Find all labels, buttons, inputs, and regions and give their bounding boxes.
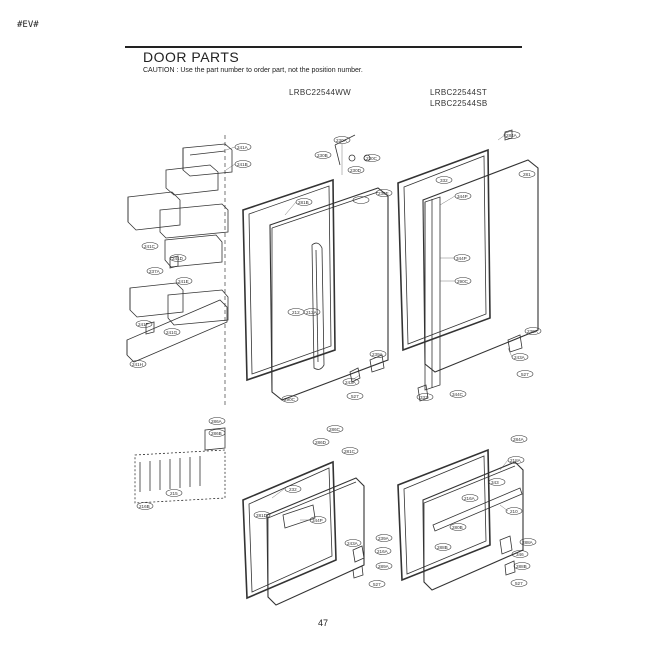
- callout-216a-right: 216A: [464, 496, 476, 501]
- right-door-assembly: [397, 129, 539, 402]
- callout-239a-lower: 239A: [378, 536, 390, 541]
- callout-215: 215: [170, 491, 178, 496]
- callout-ovals: [129, 131, 542, 588]
- callout-241e: 241E: [178, 279, 189, 284]
- callout-281d: 281D: [256, 513, 268, 518]
- callout-243a-lower: 243A: [347, 541, 359, 546]
- bottom-right-drawer-door: [397, 448, 524, 591]
- callout-218a: 218A: [510, 458, 522, 463]
- callout-216b: 216B: [139, 504, 150, 509]
- bottom-bins-group: [134, 427, 226, 504]
- callout-289a: 289A: [378, 564, 390, 569]
- callout-288b: 288B: [437, 545, 448, 550]
- callout-230c: 230C: [366, 156, 378, 161]
- callout-527d: 527: [515, 581, 523, 586]
- callout-241h: 241H: [132, 362, 143, 367]
- callout-216a: 216A: [377, 549, 389, 554]
- callout-344p-1: 344P: [457, 194, 468, 199]
- callout-237a: 237A: [149, 269, 161, 274]
- model-label-right-2: LRBC22544SB: [430, 99, 488, 108]
- callout-labels: 241A 241B 241C 241D 237A 241E 241F 241G …: [132, 133, 539, 587]
- callout-212: 212: [292, 310, 300, 315]
- callout-288b-right: 288B: [516, 564, 527, 569]
- callout-346: 346: [516, 552, 524, 557]
- callout-284a: 284A: [506, 133, 518, 138]
- callout-344p-2: 344P: [456, 256, 467, 261]
- callout-239a: 239A: [372, 352, 384, 357]
- callout-230b: 230B: [317, 153, 328, 158]
- callout-290c: 290C: [284, 397, 296, 402]
- callout-286b: 286B: [211, 431, 222, 436]
- callout-284a-lower: 284A: [513, 437, 525, 442]
- callout-280b: 280B: [452, 525, 463, 530]
- callout-243a: 243A: [345, 380, 357, 385]
- callout-288a: 288A: [522, 540, 534, 545]
- callout-210: 210: [510, 509, 518, 514]
- callout-281: 281: [523, 172, 531, 177]
- callout-232: 232: [289, 487, 297, 492]
- callout-241f: 241F: [138, 322, 149, 327]
- callout-343: 343: [491, 480, 499, 485]
- callout-212a: 212A: [306, 310, 318, 315]
- callout-241c: 241C: [144, 244, 156, 249]
- bottom-left-drawer-door: [242, 460, 365, 606]
- callout-230e: 230E: [378, 191, 389, 196]
- callout-333: 333: [420, 395, 428, 400]
- callout-241b: 241B: [237, 162, 248, 167]
- page-title: DOOR PARTS: [143, 49, 240, 65]
- callout-286c: 286C: [329, 427, 341, 432]
- callout-230a-right: 230A: [527, 329, 539, 334]
- title-rule: [125, 46, 522, 48]
- callout-241g: 241G: [166, 330, 178, 335]
- leader-lines: [225, 134, 513, 521]
- callout-344c: 344C: [452, 392, 464, 397]
- page-number: 47: [318, 618, 329, 628]
- callout-230d: 230D: [350, 168, 362, 173]
- callout-281b: 281B: [298, 200, 309, 205]
- callout-241a: 241A: [237, 145, 249, 150]
- callout-286d: 286D: [315, 440, 327, 445]
- document-tag: #EV#: [17, 20, 39, 30]
- callout-527c: 527: [373, 582, 381, 587]
- callout-243a-right: 243A: [514, 355, 526, 360]
- callout-527b: 527: [521, 372, 529, 377]
- callout-332: 332: [440, 178, 448, 183]
- left-door-assembly: [242, 134, 389, 401]
- callout-230a: 230A: [336, 138, 348, 143]
- caution-note: CAUTION : Use the part number to order p…: [143, 67, 363, 74]
- callout-527a: 527: [351, 394, 359, 399]
- callout-241d: 241D: [172, 256, 184, 261]
- callout-286a: 286A: [211, 419, 223, 424]
- callout-290c-right: 290C: [457, 279, 469, 284]
- model-label-right-1: LRBC22544ST: [430, 88, 488, 97]
- callout-281c: 281C: [344, 449, 356, 454]
- model-label-left: LRBC22544WW: [289, 88, 351, 97]
- callout-344p-3: 344P: [312, 518, 323, 523]
- door-bins-group: [126, 135, 233, 405]
